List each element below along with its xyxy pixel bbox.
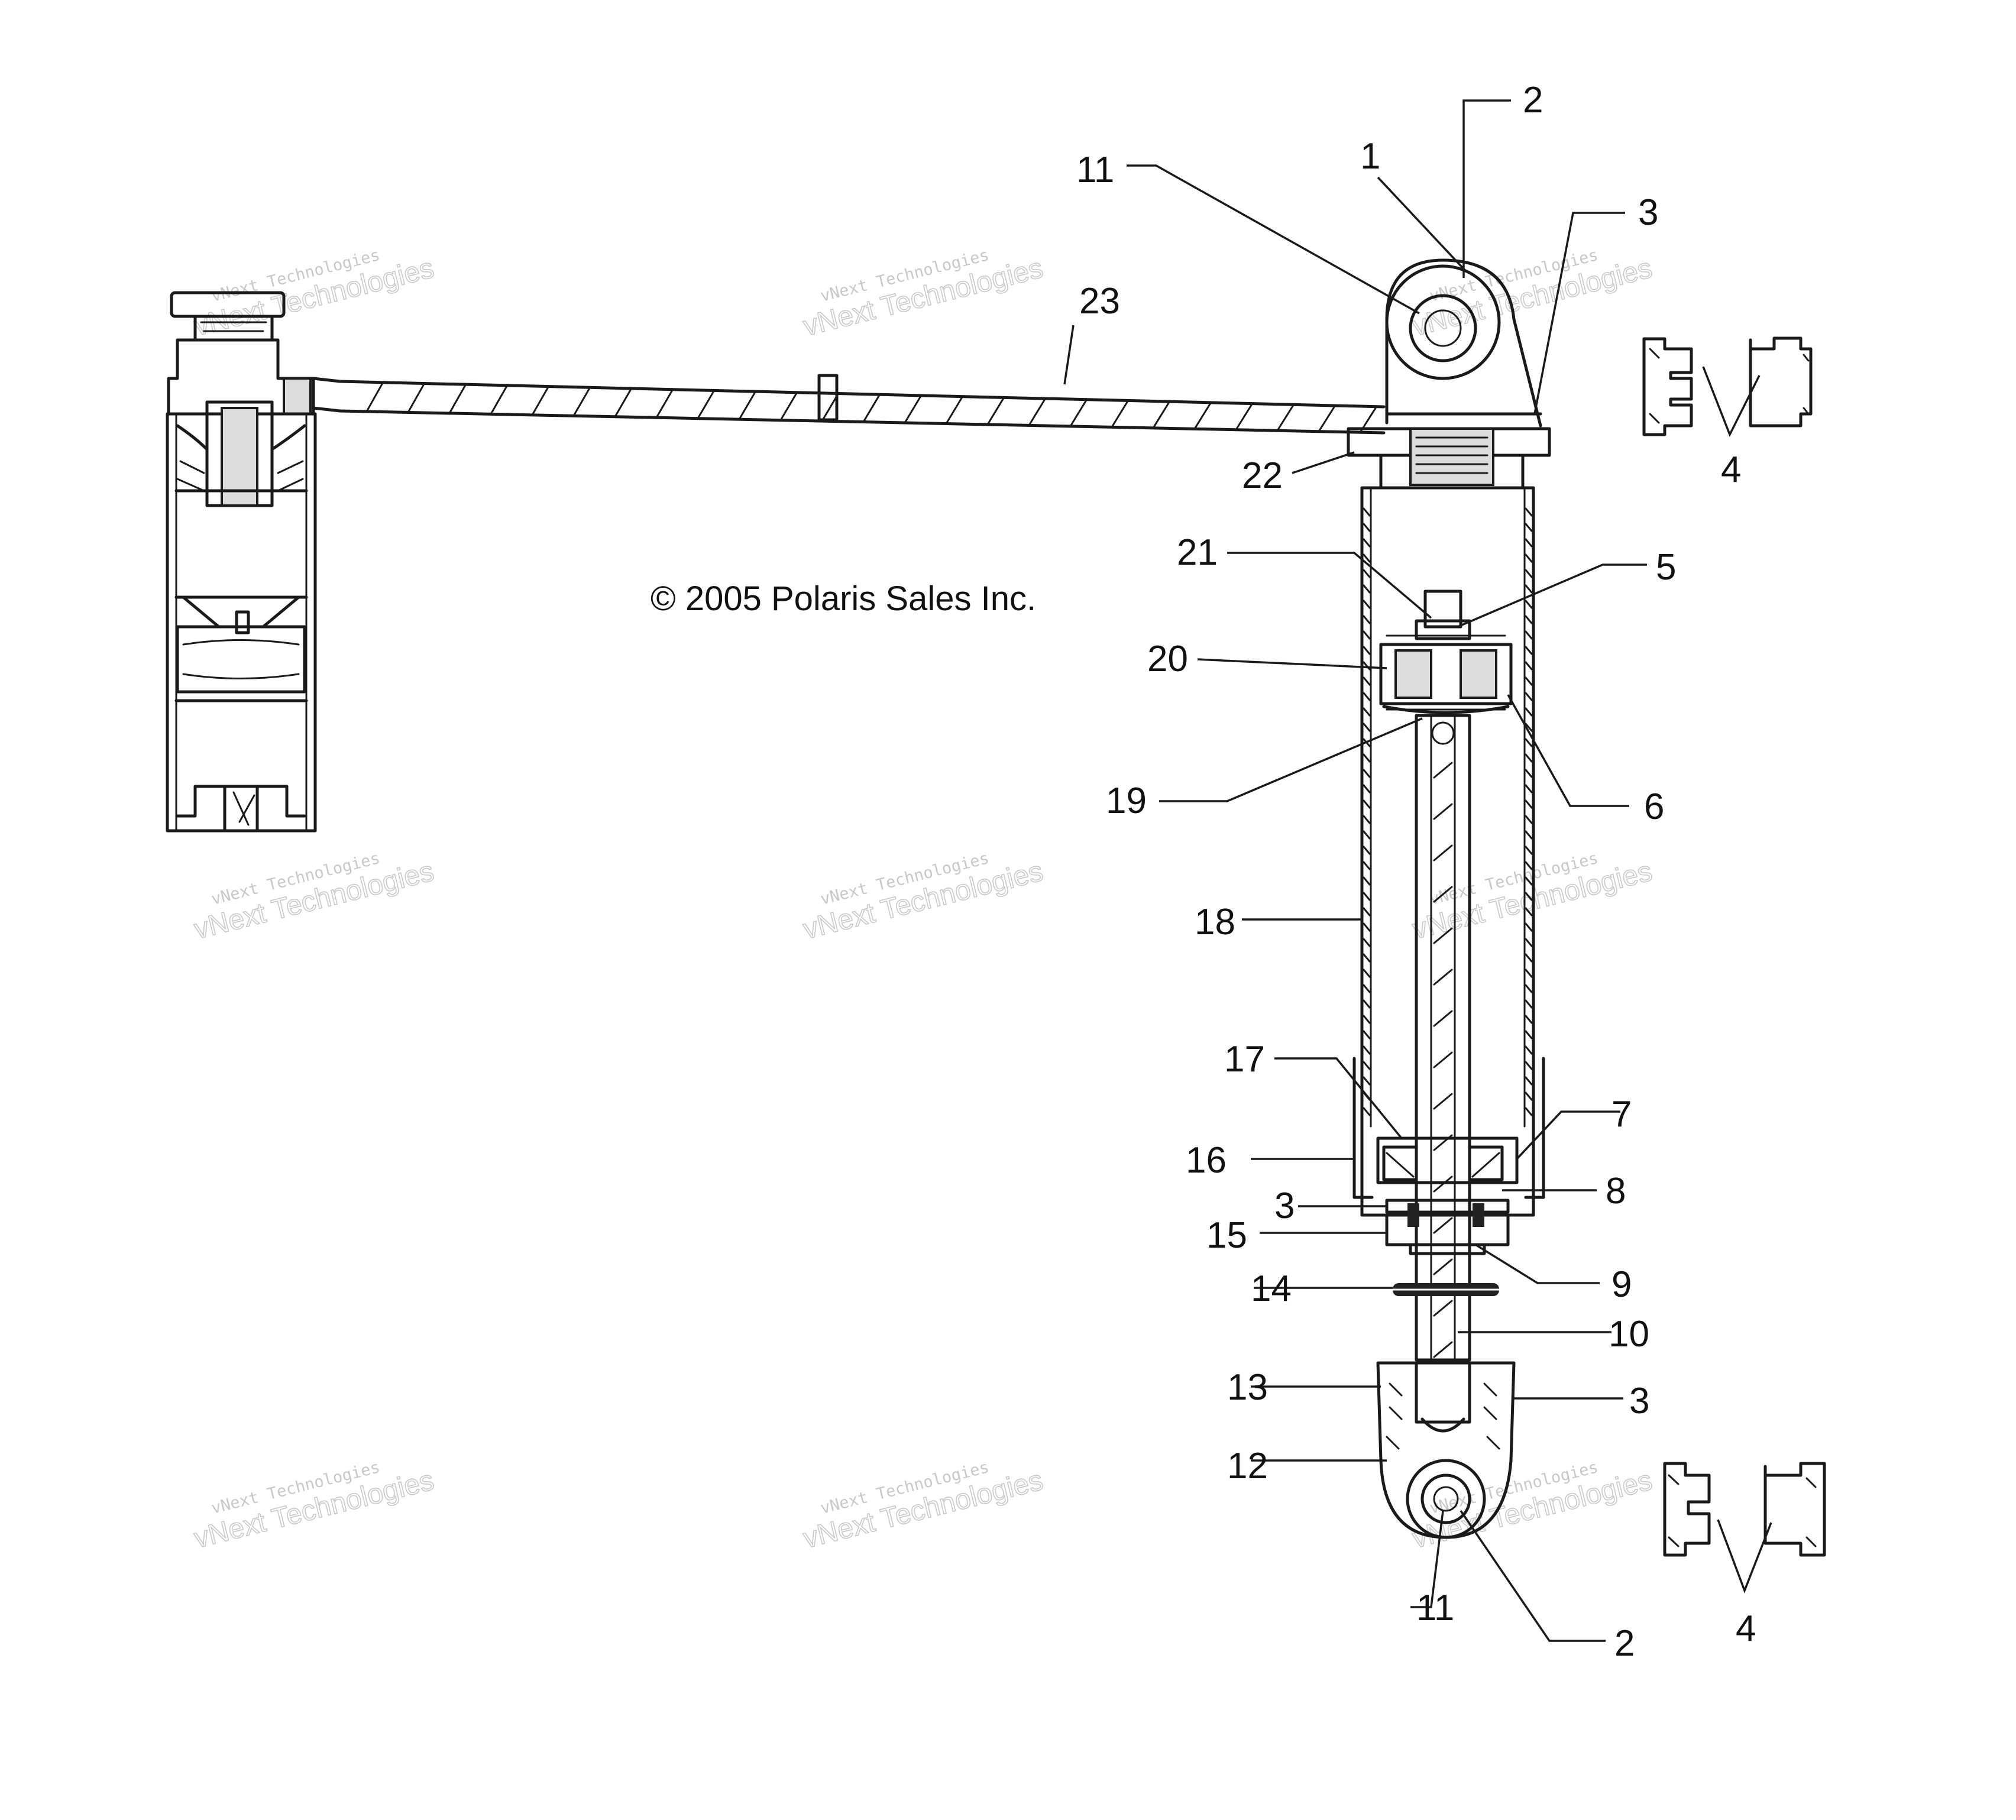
callout-number: 12 [1227, 1446, 1268, 1487]
callout-number: 11 [1076, 150, 1114, 190]
callout-number: 20 [1147, 639, 1188, 679]
bushings-bottom [1663, 1462, 1826, 1594]
callout-number: 7 [1611, 1094, 1632, 1135]
watermark: vNext Technologies vNext Technologies [190, 849, 437, 946]
callout-number: 19 [1106, 781, 1147, 821]
callout-number: 10 [1609, 1314, 1649, 1355]
callout-number: 15 [1206, 1215, 1247, 1256]
callout-number: 3 [1274, 1186, 1295, 1226]
watermark: vNext Technologies vNext Technologies [800, 246, 1046, 343]
callout-number: 16 [1186, 1140, 1227, 1181]
watermark: vNext Technologies vNext Technologies [1409, 246, 1655, 343]
callout-number: 1 [1360, 136, 1380, 177]
leader-lines [1063, 99, 1647, 1642]
callout-number: 18 [1195, 902, 1235, 943]
callout-number: 4 [1721, 449, 1741, 490]
copyright-notice: © 2005 Polaris Sales Inc. [651, 579, 1036, 618]
callout-number: 9 [1611, 1264, 1632, 1305]
callout-number: 2 [1523, 80, 1543, 121]
callout-number: 8 [1606, 1171, 1626, 1212]
callout-number: 17 [1224, 1039, 1265, 1080]
watermark: vNext Technologies vNext Technologies [800, 849, 1046, 946]
reservoir-hose [312, 374, 1386, 435]
watermark: vNext Technologies vNext Technologies [190, 246, 437, 343]
callout-number: 11 [1416, 1588, 1454, 1628]
callout-number: 3 [1629, 1381, 1649, 1421]
callout-number: 3 [1638, 192, 1658, 233]
callout-number: 13 [1227, 1367, 1268, 1408]
callout-number: 14 [1251, 1268, 1292, 1309]
callout-number: 6 [1644, 786, 1664, 827]
callout-number: 21 [1177, 532, 1218, 573]
callout-number: 5 [1656, 547, 1676, 588]
callout-number: 2 [1614, 1623, 1635, 1664]
callout-number: 22 [1242, 455, 1283, 496]
callout-number: 23 [1079, 281, 1120, 322]
watermark: vNext Technologies vNext Technologies [190, 1458, 437, 1555]
bushings-top [1642, 336, 1813, 438]
shock-body [1347, 258, 1551, 1539]
callout-numbers: 1 2 3 4 5 6 7 8 9 10 11 12 13 14 15 16 1… [1076, 80, 1756, 1664]
callout-number: 4 [1736, 1608, 1756, 1649]
watermark: vNext Technologies vNext Technologies [800, 1458, 1046, 1555]
reservoir-canister [166, 291, 317, 833]
